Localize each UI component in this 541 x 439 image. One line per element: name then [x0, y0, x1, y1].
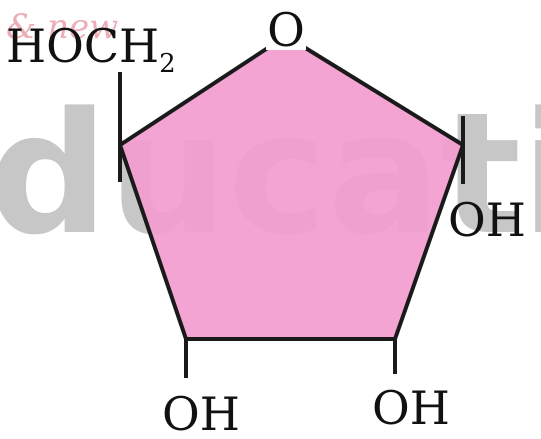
- oh-bottom-right-label: OH: [372, 381, 450, 435]
- watermark-script-text: & new: [6, 7, 118, 47]
- oh-right-label: OH: [448, 193, 526, 247]
- oh-bottom-left-label: OH: [162, 387, 240, 439]
- ring-oxygen-backdrop: [266, 8, 306, 50]
- ring-pentagon: [118, 34, 465, 341]
- hoch2-subscript: 2: [159, 49, 176, 79]
- hoch2-main: HOCH: [6, 19, 159, 73]
- hoch2-label: HOCH2: [6, 19, 176, 79]
- ring-oxygen-label: O: [267, 3, 305, 57]
